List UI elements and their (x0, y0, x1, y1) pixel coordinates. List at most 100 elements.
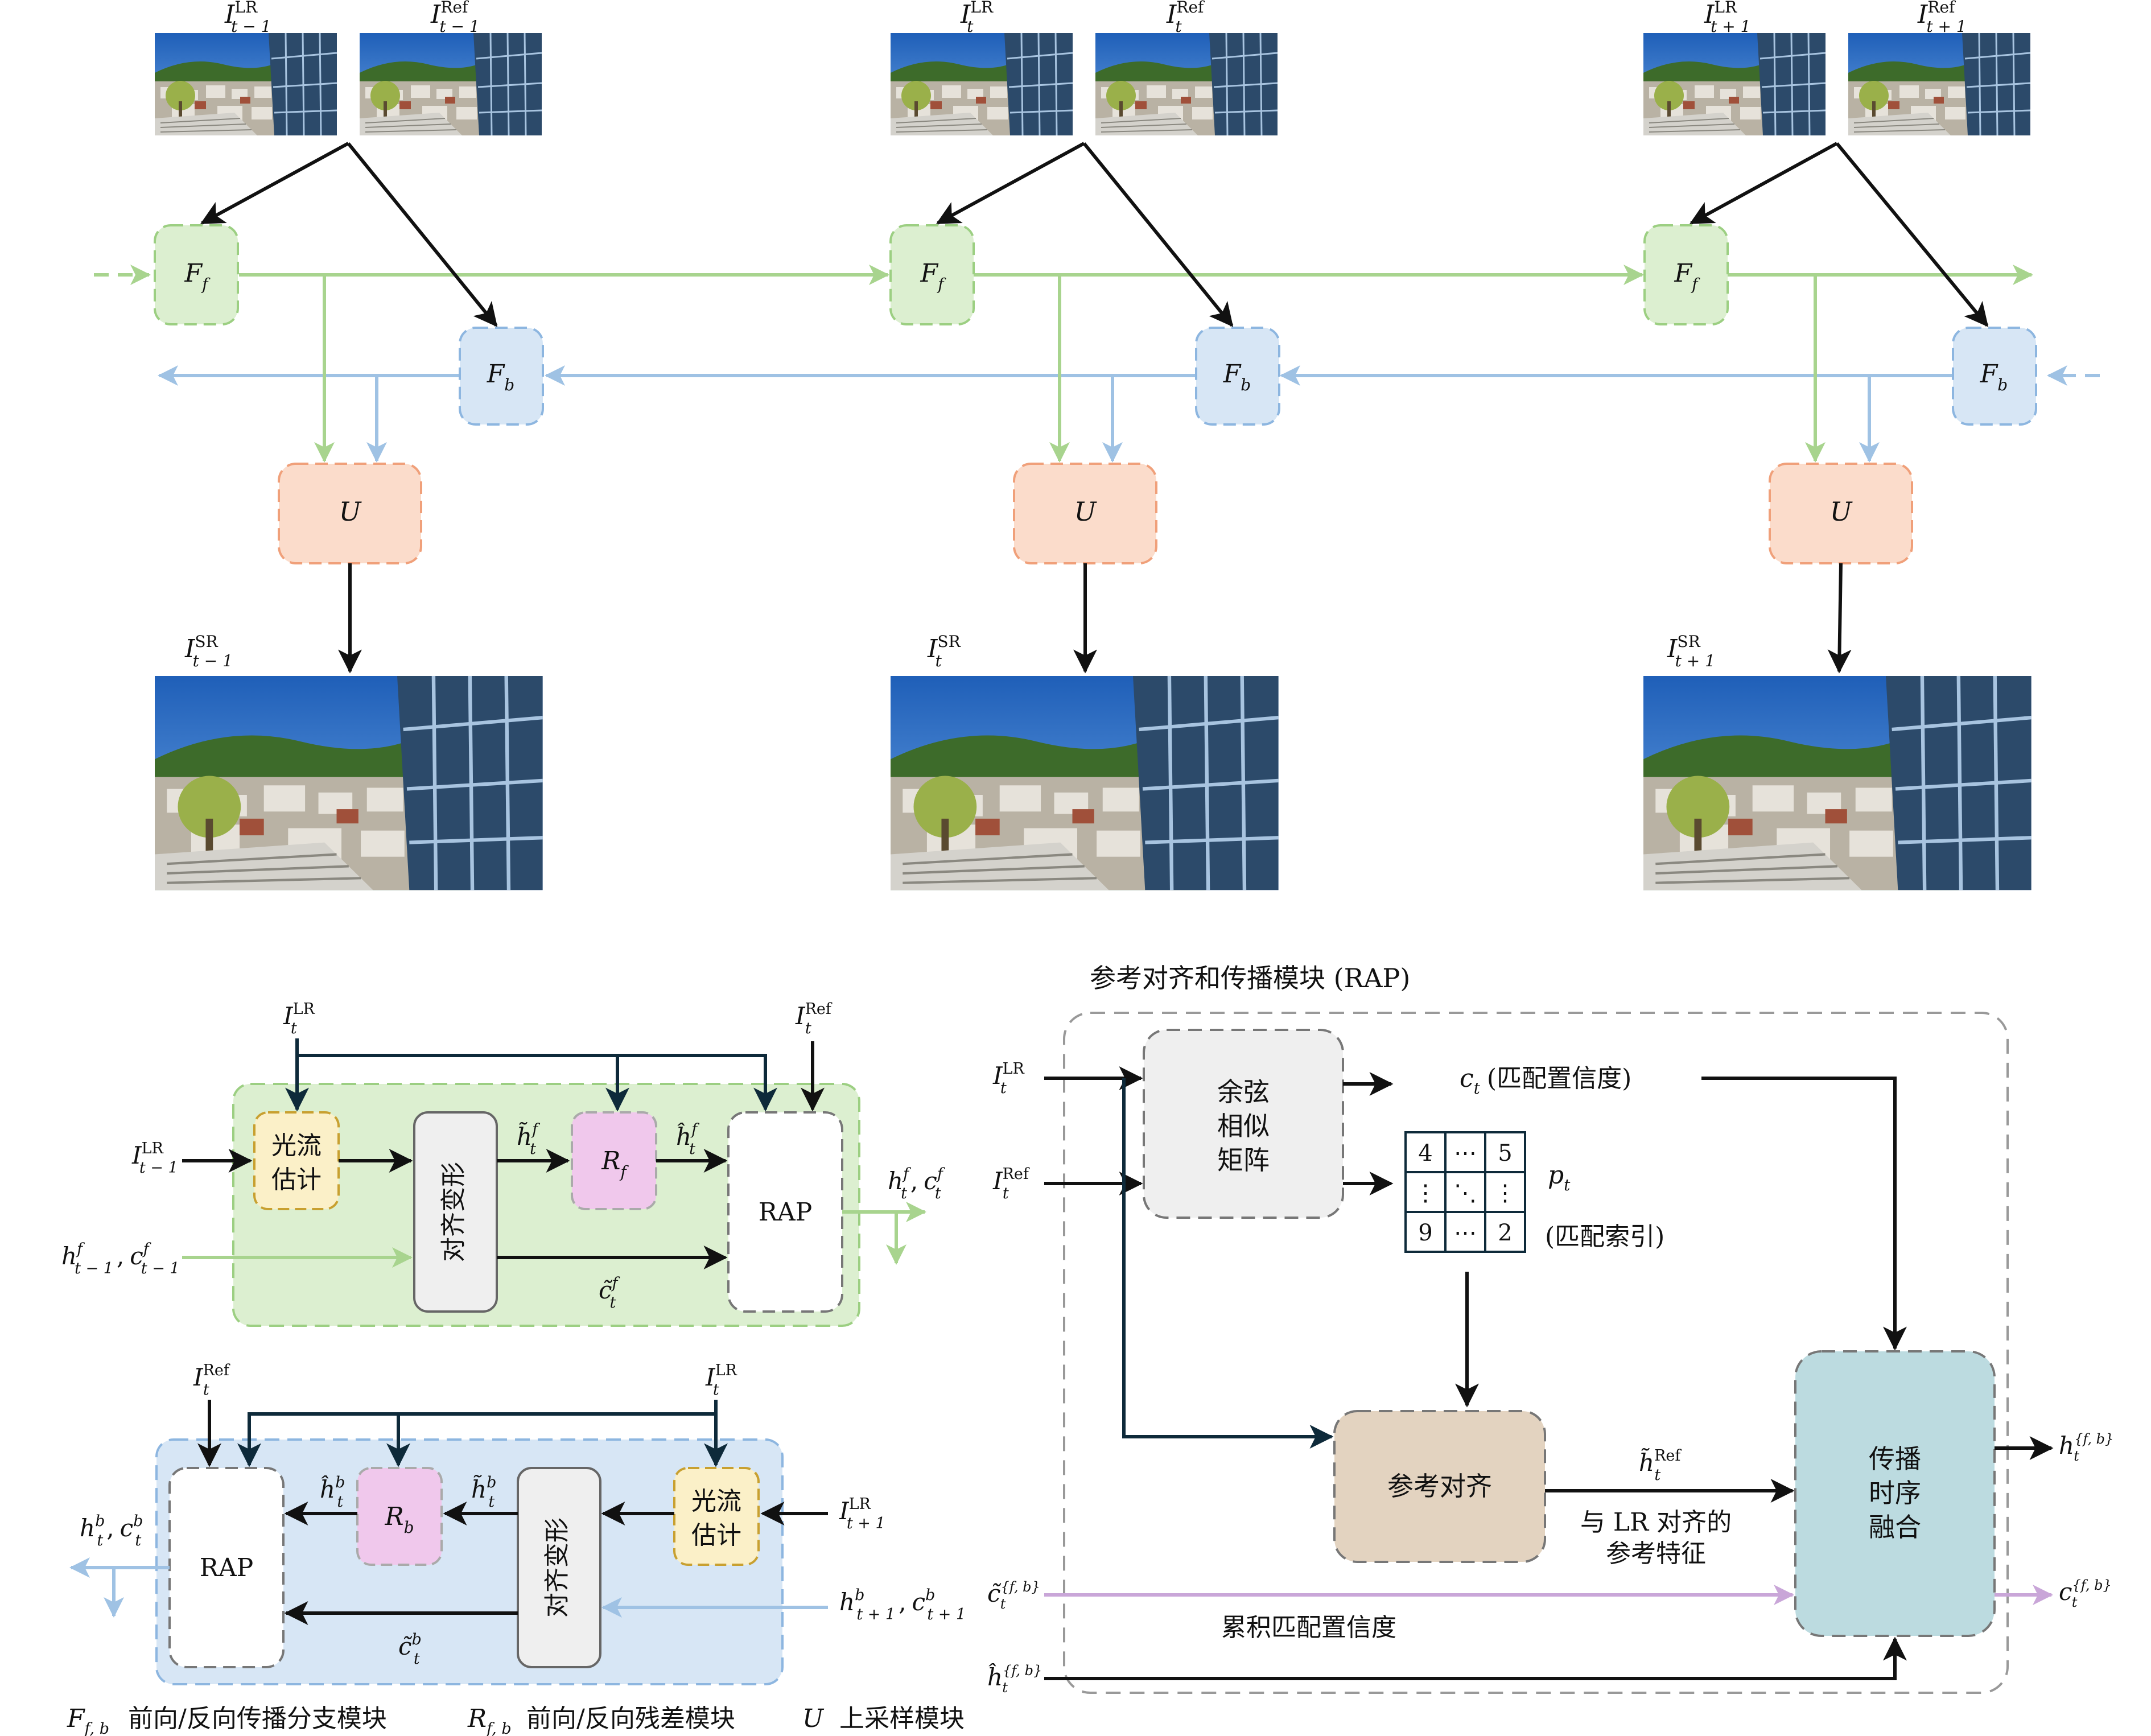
in-h-to-fusion-arrow (1044, 1636, 1907, 1680)
flow-label-line2: 估计 (271, 1165, 322, 1194)
out-h-label: h{f, b}t (2059, 1431, 2113, 1464)
ref-image (1847, 32, 2032, 137)
fusion-label-2: 时序 (1869, 1478, 1921, 1508)
conf-to-fusion-arrow (1701, 1077, 1907, 1351)
cos-label-3: 矩阵 (1217, 1145, 1270, 1176)
fb-block (459, 327, 544, 426)
matrix-cell: ⋮ (1494, 1180, 1517, 1206)
lr-to-rap-arrow (297, 1054, 777, 1112)
rap-label: RAP (759, 1198, 813, 1227)
in-h-label: ĥ{f, b}t (987, 1663, 1042, 1696)
matrix-cell: 4 (1418, 1140, 1432, 1166)
arrow-to-fb (1082, 142, 1234, 327)
index-sym-label: pt (1548, 1161, 1571, 1194)
in-c-label: c̃{f, b}t (987, 1579, 1040, 1612)
forward-branch-container (232, 1083, 860, 1327)
rap-module-container (1063, 1012, 2009, 1694)
matrix-cell: ⋱ (1454, 1180, 1477, 1206)
flow-label-line2: 估计 (691, 1521, 741, 1550)
u-label: U (1830, 496, 1853, 527)
aligned-label-1: 与 LR 对齐的 (1580, 1508, 1732, 1537)
legend-r-sym: Rf, b (467, 1704, 512, 1736)
warp-block (413, 1111, 498, 1313)
flow-label-line1: 光流 (691, 1487, 741, 1516)
res-label: Rb (384, 1502, 414, 1537)
rap-label: RAP (200, 1553, 254, 1582)
ff-block (889, 224, 975, 325)
matrix-cell: 9 (1418, 1220, 1432, 1246)
match-index-matrix: 4 ⋯ 5 ⋮ ⋱ ⋮ 9 ⋯ 2 (1404, 1131, 1526, 1253)
legend-f-text: 前向/反向传播分支模块 (128, 1704, 387, 1733)
fb-label: Fb (1980, 360, 2008, 394)
residual-block (356, 1467, 443, 1566)
warp-label: 对齐变形 (439, 1162, 468, 1262)
rap-module-title: 参考对齐和传播模块 (RAP) (1090, 963, 1410, 993)
arrow-to-ff (1689, 142, 1838, 225)
ref-image (1094, 32, 1279, 137)
legend-r-text: 前向/反向残差模块 (526, 1704, 735, 1733)
fusion-label-3: 融合 (1869, 1512, 1921, 1543)
ref-to-align-arrow (1122, 1078, 1334, 1449)
ff-block (1643, 224, 1729, 325)
flow-label-line1: 光流 (271, 1131, 322, 1160)
matrix-cell: 5 (1498, 1140, 1512, 1166)
conf-label: ct(匹配置信度) (1460, 1064, 1631, 1098)
lr-to-rap-arrow (237, 1412, 716, 1467)
sr-image (891, 676, 1279, 890)
lr-image (1642, 32, 1827, 137)
lr-image (889, 32, 1074, 137)
arrow-to-fb (1835, 142, 1989, 327)
legend-u-sym: U (802, 1704, 825, 1733)
flow-estimation-block (253, 1111, 340, 1210)
ref-image (358, 32, 543, 137)
u-label: U (339, 496, 362, 527)
cos-label-1: 余弦 (1217, 1077, 1270, 1107)
warp-block (517, 1467, 601, 1668)
index-text-label: (匹配索引) (1545, 1222, 1664, 1251)
rap-block (727, 1111, 843, 1313)
aligned-label-2: 参考特征 (1606, 1539, 1706, 1568)
sr-image (155, 676, 543, 890)
fb-block (1952, 327, 2037, 426)
temporal-fusion-block (1794, 1350, 1996, 1637)
fusion-label-1: 传播 (1869, 1444, 1921, 1474)
flow-estimation-block (673, 1467, 760, 1566)
fb-label: Fb (1223, 360, 1251, 394)
fb-block (1195, 327, 1280, 426)
arrow-to-ff (200, 142, 349, 225)
warp-label: 对齐变形 (543, 1518, 572, 1618)
matrix-cell: ⋮ (1414, 1180, 1437, 1206)
legend: Ff, b 前向/反向传播分支模块 Rf, b 前向/反向残差模块 U 上采样模… (67, 1704, 965, 1736)
u-to-sr-arrow (1827, 563, 1852, 674)
arrow-to-ff (936, 142, 1085, 225)
backward-branch-container (155, 1438, 784, 1685)
sr-image (1643, 676, 2032, 890)
legend-u-text: 上采样模块 (839, 1704, 965, 1733)
ff-label: Ff (920, 259, 947, 294)
lr-image (154, 32, 338, 137)
ff-block (154, 224, 239, 325)
